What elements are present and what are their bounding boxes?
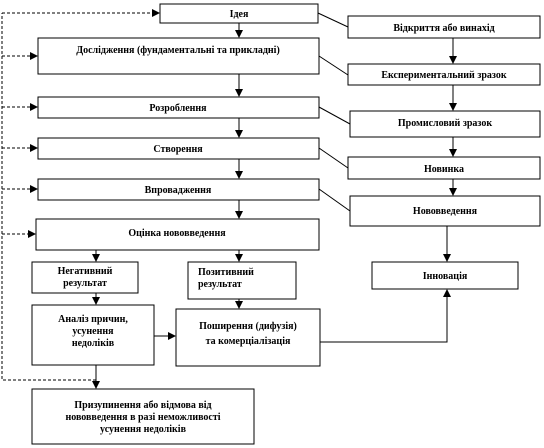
node-prototype-label: Експериментальний зразок [381, 70, 507, 81]
node-positive-label-line-1: Позитивний [198, 267, 254, 278]
node-diffusion-label-line-1: Поширення (дифузія) [199, 321, 297, 332]
node-development: Розроблення [37, 96, 320, 119]
node-negative-label-line-2: результат [63, 278, 107, 289]
node-implementation: Впровадження [37, 178, 320, 201]
link-idea-discovery [317, 12, 349, 28]
node-prototype: Експериментальний зразок [347, 63, 541, 86]
link-research-prototype [318, 55, 349, 76]
node-positive-label-line-2: результат [198, 279, 242, 290]
node-innovation-intro-label: Нововведення [413, 206, 478, 217]
link-creation-novelty [318, 147, 349, 169]
node-discovery-label: Відкриття або винахід [393, 23, 494, 34]
node-innovation-intro: Нововведення [349, 195, 541, 227]
feedback-vertical [1, 13, 96, 381]
node-implementation-label: Впровадження [145, 185, 212, 196]
node-innovation-label: Інновація [423, 271, 468, 282]
node-innovation: Інновація [371, 261, 519, 290]
node-discovery: Відкриття або винахід [347, 15, 541, 39]
left-flow-arrows [92, 23, 243, 389]
arrow-diffusion-innovation [320, 289, 451, 343]
node-analysis-label-line-1: Аналіз причин, [58, 314, 128, 325]
node-evaluation: Оцінка нововведення [35, 218, 320, 251]
node-termination-label-line-2: нововведення в разі неможливості [65, 412, 220, 423]
node-analysis-label-line-3: недоліків [72, 338, 115, 349]
node-termination-label-line-1: Призупинення або відмова від [74, 400, 211, 411]
right-flow-arrows [320, 38, 457, 343]
node-novelty: Новинка [347, 156, 541, 180]
node-creation: Створення [37, 137, 320, 160]
link-implementation-intro [318, 188, 351, 212]
node-negative-label-line-1: Негативний [58, 266, 113, 277]
node-analysis: Аналіз причин, усунення недоліків [31, 304, 155, 366]
column-links [317, 12, 351, 212]
node-creation-label: Створення [153, 144, 203, 155]
node-novelty-label: Новинка [424, 164, 464, 175]
node-positive-result: Позитивний результат [187, 261, 297, 300]
node-negative-result: Негативний результат [31, 261, 139, 294]
node-diffusion-label-line-2: та комерціалізація [206, 336, 291, 347]
node-evaluation-label: Оцінка нововведення [128, 228, 226, 239]
node-development-label: Розроблення [149, 103, 207, 114]
feedback-loop [1, 9, 160, 381]
node-industrial-label: Промисловий зразок [398, 118, 492, 129]
node-analysis-label-line-2: усунення [72, 326, 114, 337]
node-diffusion: Поширення (дифузія) та комерціалізація [175, 308, 321, 367]
link-development-industrial [318, 106, 351, 125]
node-idea-label: Ідея [230, 9, 249, 20]
node-industrial-sample: Промисловий зразок [349, 110, 541, 138]
node-idea: Ідея [159, 3, 319, 24]
node-research: Дослідження (фундаментальні та прикладні… [37, 37, 320, 75]
node-termination-label-line-3: усунення недоліків [100, 424, 187, 435]
node-termination: Призупинення або відмова від нововведенн… [31, 388, 255, 445]
node-research-label: Дослідження (фундаментальні та прикладні… [76, 45, 280, 56]
